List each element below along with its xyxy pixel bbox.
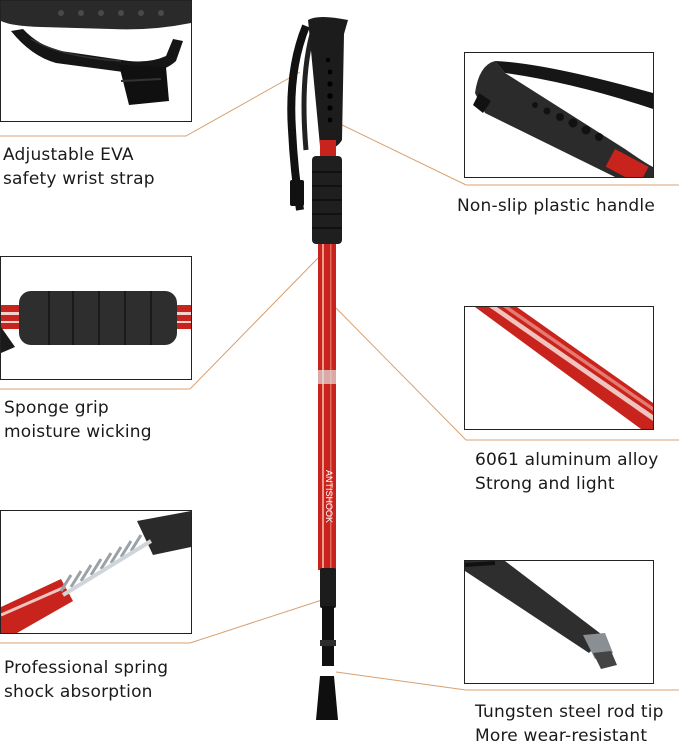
strap-detail-image — [0, 0, 192, 122]
caption-handle: Non-slip plastic handle — [457, 194, 655, 218]
caption-handle-line-1: Non-slip plastic handle — [457, 196, 655, 216]
leader-strap — [0, 71, 301, 137]
caption-strap-line-2: safety wrist strap — [3, 169, 155, 189]
caption-sponge-line-1: Sponge grip — [4, 398, 109, 418]
caption-spring-line-1: Professional spring — [4, 658, 169, 678]
caption-spring: Professional spring shock absorption — [4, 656, 168, 704]
leader-alloy — [335, 307, 679, 441]
caption-tip: Tungsten steel rod tip More wear-resista… — [475, 700, 664, 748]
caption-tip-line-2: More wear-resistant — [475, 726, 648, 746]
caption-sponge-line-2: moisture wicking — [4, 422, 152, 442]
caption-tip-line-1: Tungsten steel rod tip — [475, 702, 664, 722]
caption-alloy: 6061 aluminum alloy Strong and light — [475, 448, 659, 496]
handle-detail-image — [464, 52, 654, 178]
tip-detail-image — [464, 560, 654, 684]
spring-detail-image — [0, 510, 192, 634]
pole-brand-text: ANTISHOOK — [324, 470, 334, 523]
pole-tip — [316, 676, 338, 720]
leader-sponge — [0, 257, 319, 390]
leader-tip — [335, 671, 679, 691]
caption-sponge: Sponge grip moisture wicking — [4, 396, 152, 444]
leader-spring — [0, 599, 323, 644]
leader-handle — [335, 121, 679, 186]
alloy-detail-image: with superior — [464, 306, 654, 430]
sponge-detail-image — [0, 256, 192, 380]
caption-strap: Adjustable EVA safety wrist strap — [3, 143, 155, 191]
caption-spring-line-2: shock absorption — [4, 682, 153, 702]
caption-alloy-line-2: Strong and light — [475, 474, 615, 494]
caption-alloy-line-1: 6061 aluminum alloy — [475, 450, 659, 470]
caption-strap-line-1: Adjustable EVA — [3, 145, 134, 165]
